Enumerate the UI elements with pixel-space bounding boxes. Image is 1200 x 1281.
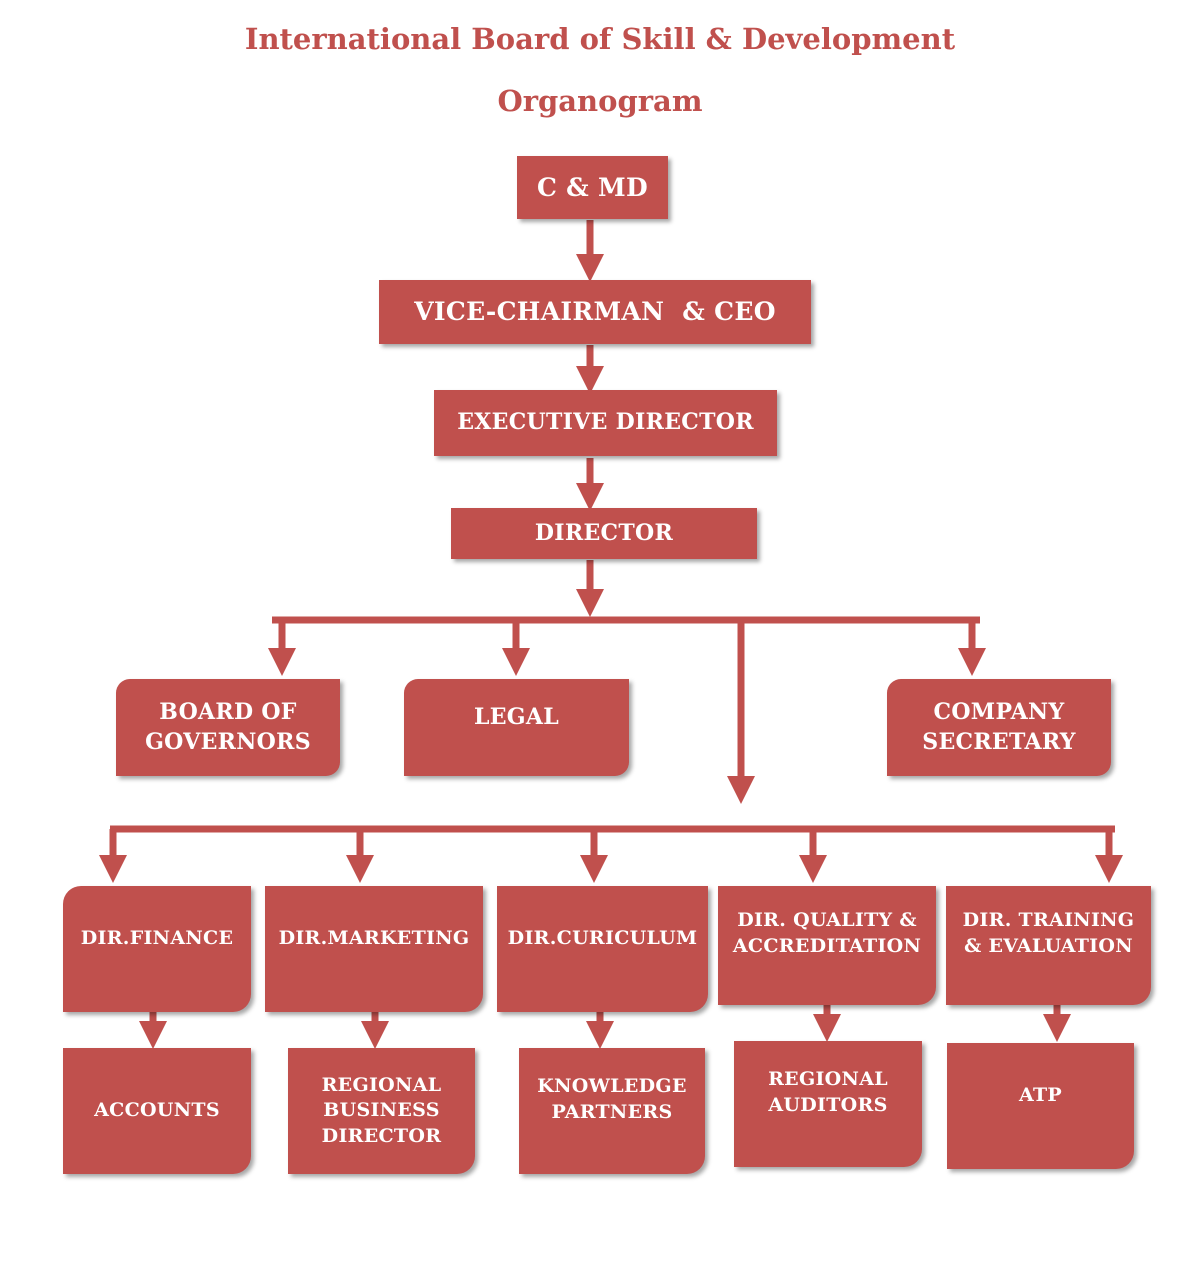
node-regional-business-director: REGIONAL BUSINESS DIRECTOR [288, 1048, 475, 1174]
node-dir-marketing: DIR.MARKETING [265, 886, 483, 1012]
node-dir-curiculum-label: DIR.CURICULUM [507, 927, 698, 949]
node-atp: ATP [947, 1043, 1134, 1169]
node-knowledge-partners: KNOWLEDGE PARTNERS [519, 1048, 705, 1174]
node-vice-chairman-label: VICE-CHAIRMAN & CEO [414, 297, 776, 327]
node-accounts-label: ACCOUNTS [94, 1099, 220, 1122]
node-executive-director-label: EXECUTIVE DIRECTOR [457, 409, 754, 436]
node-regional-business-director-label: REGIONAL BUSINESS DIRECTOR [321, 1073, 442, 1147]
node-dir-quality-label: DIR. QUALITY & ACCREDITATION [732, 909, 922, 957]
node-dir-finance: DIR.FINANCE [63, 886, 251, 1012]
node-executive-director: EXECUTIVE DIRECTOR [434, 390, 777, 456]
node-board-of-governors: BOARD OF GOVERNORS [116, 679, 340, 776]
node-knowledge-partners-label: KNOWLEDGE PARTNERS [537, 1075, 687, 1123]
node-accounts: ACCOUNTS [63, 1048, 251, 1174]
node-director: DIRECTOR [451, 508, 757, 559]
node-dir-training-label: DIR. TRAINING & EVALUATION [962, 909, 1135, 957]
node-vice-chairman: VICE-CHAIRMAN & CEO [379, 280, 811, 344]
node-regional-auditors: REGIONAL AUDITORS [734, 1041, 922, 1167]
node-atp-label: ATP [1018, 1084, 1063, 1106]
node-board-of-governors-label: BOARD OF GOVERNORS [145, 698, 311, 755]
node-legal-label: LEGAL [473, 704, 560, 730]
node-dir-quality: DIR. QUALITY & ACCREDITATION [718, 886, 936, 1005]
node-company-secretary: COMPANY SECRETARY [887, 679, 1111, 776]
node-dir-marketing-label: DIR.MARKETING [278, 927, 470, 949]
node-legal: LEGAL [404, 679, 629, 776]
node-cmd: C & MD [517, 156, 668, 219]
node-dir-curiculum: DIR.CURICULUM [497, 886, 708, 1012]
page-title: International Board of Skill & Developme… [244, 22, 956, 56]
node-director-label: DIRECTOR [534, 519, 674, 546]
node-dir-training: DIR. TRAINING & EVALUATION [946, 886, 1151, 1005]
node-company-secretary-label: COMPANY SECRETARY [922, 698, 1076, 755]
page-subtitle: Organogram [497, 84, 703, 118]
node-dir-finance-label: DIR.FINANCE [80, 927, 234, 949]
node-regional-auditors-label: REGIONAL AUDITORS [768, 1068, 888, 1116]
node-cmd-label: C & MD [536, 172, 649, 202]
